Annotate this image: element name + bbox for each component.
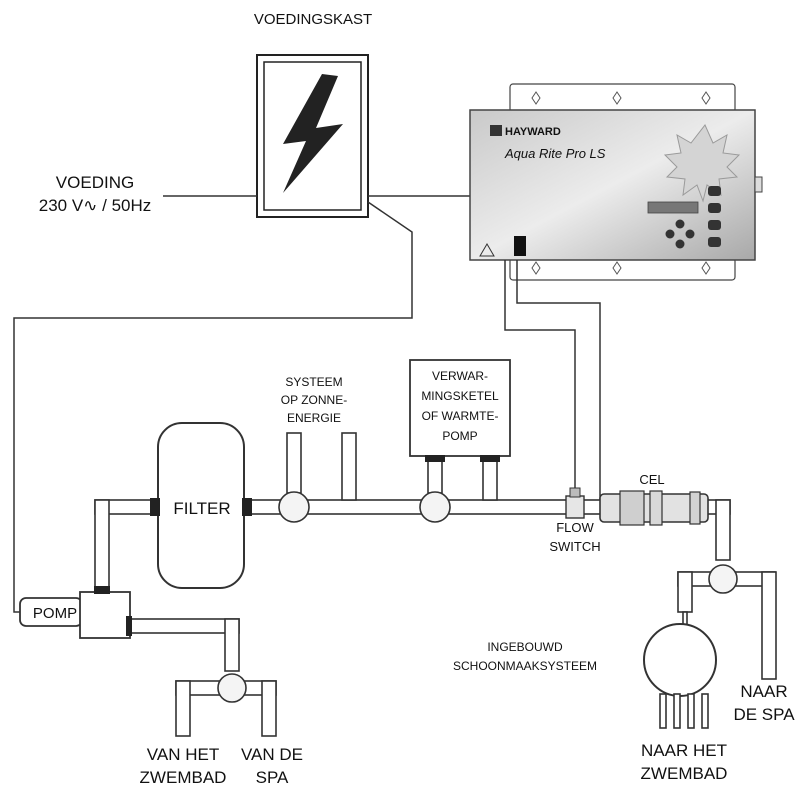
maple-leaf-icon [663,124,741,203]
to-pool-label-line2: ZWEMBAD [641,764,728,783]
heater-label-line3: OF WARMTE- [422,409,499,423]
from-pool-label-line2: ZWEMBAD [140,768,227,787]
cell-label: CEL [639,472,664,487]
flow-switch-label-line2: SWITCH [549,539,600,554]
controller-cables [504,260,601,503]
power-box [256,54,369,218]
lightning-bolt-icon [283,74,343,193]
cell [599,490,709,526]
pipes [94,432,777,737]
solar-label-line3: ENERGIE [287,411,341,425]
flow-switch [565,487,585,519]
cleaner [643,611,717,729]
from-spa-label-line2: SPA [256,768,289,787]
supply-label-line1: VOEDING [56,173,134,192]
from-pool-label-line1: VAN HET [147,745,219,764]
valves [217,491,738,703]
heater-label-line1: VERWAR- [432,369,488,383]
to-pool-label-line1: NAAR HET [641,741,727,760]
heater [409,359,511,462]
flow-switch-label-line1: FLOW [556,520,594,535]
power-wires [13,195,470,613]
controller-model: Aqua Rite Pro LS [504,146,606,161]
to-spa-label-line2: DE SPA [733,705,795,724]
solar-label-line1: SYSTEEM [285,375,342,389]
pump-label: POMP [33,605,77,622]
cleaner-label-line1: INGEBOUWD [487,640,563,654]
filter [150,422,252,589]
to-spa-label-line1: NAAR [740,682,787,701]
heater-label-line4: POMP [442,429,477,443]
pump [19,586,132,639]
heater-label-line2: MINGSKETEL [421,389,499,403]
from-spa-label-line1: VAN DE [241,745,303,764]
controller-unit: HAYWARD Aqua Rite Pro LS [469,83,763,281]
solar-label-line2: OP ZONNE- [281,393,347,407]
controller-brand: HAYWARD [505,126,561,138]
hayward-logo-icon [490,125,502,136]
power-box-label: VOEDINGSKAST [254,11,372,28]
supply-label-line2: 230 V∿ / 50Hz [39,196,152,215]
cleaner-label-line2: SCHOONMAAKSYSTEEM [453,659,597,673]
filter-label: FILTER [173,499,230,518]
